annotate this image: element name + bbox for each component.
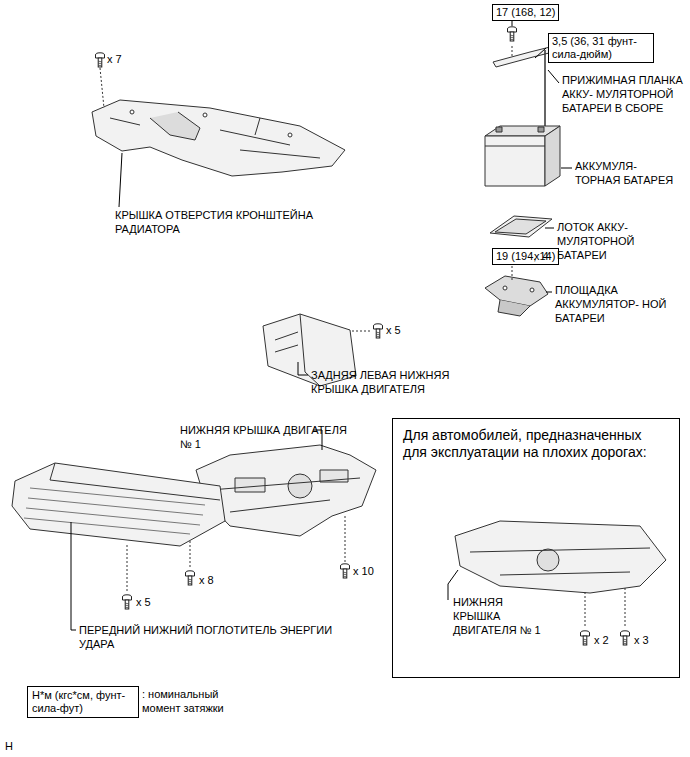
part-label: ПЕРЕДНИЙ НИЖНИЙ ПОГЛОТИТЕЛЬ ЭНЕРГИИ УДАР…	[79, 624, 359, 652]
part-label: ЛОТОК АККУ- МУЛЯТОРНОЙ БАТАРЕИ	[557, 221, 685, 262]
part-label: АККУМУЛЯ- ТОРНАЯ БАТАРЕЯ	[575, 160, 685, 188]
battery-tray	[490, 216, 552, 237]
torque-box: 3,5 (36, 31 фунт-сила-дюйм)	[548, 33, 654, 63]
torque-value: 3,5 (36, 31 фунт-сила-дюйм)	[552, 35, 650, 61]
battery	[485, 126, 560, 186]
radiator-cover	[92, 100, 345, 176]
callout-number: x 8	[199, 574, 214, 588]
callout-number: x 5	[136, 596, 151, 610]
part-label: НИЖНЯЯ КРЫШКА ДВИГАТЕЛЯ № 1	[453, 596, 548, 637]
figure-id: H	[5, 740, 13, 754]
torque-box: 17 (168, 12)	[492, 4, 559, 21]
battery-carrier	[485, 262, 548, 316]
note-heading: Для автомобилей, предназначенных для экс…	[403, 427, 669, 461]
callout-number: x 5	[386, 324, 401, 338]
torque-value: 17 (168, 12)	[496, 6, 555, 19]
note-text: : номинальный момент затяжки	[142, 688, 247, 716]
callout-number: x 10	[353, 565, 374, 579]
callout-number: x 3	[634, 634, 649, 648]
part-label: КРЫШКА ОТВЕРСТИЯ КРОНШТЕЙНА РАДИАТОРА	[115, 209, 355, 237]
part-label: НИЖНЯЯ КРЫШКА ДВИГАТЕЛЯ № 1	[180, 424, 350, 452]
callout-number: x 2	[594, 634, 609, 648]
leader-lines	[71, 21, 572, 630]
front-absorber	[12, 463, 225, 592]
part-label: ПРИЖИМНАЯ ПЛАНКА АККУ- МУЛЯТОРНОЙ БАТАРЕ…	[562, 74, 686, 115]
part-label: ЗАДНЯЯ ЛЕВАЯ НИЖНЯЯ КРЫШКА ДВИГАТЕЛЯ	[311, 369, 476, 397]
torque-box: 19 (194, 14)	[492, 248, 559, 265]
part-label: ПЛОЩАДКА АККУМУЛЯТОР- НОЙ БАТАРЕИ	[555, 284, 685, 325]
callout-number: x 4	[534, 250, 549, 264]
torque-value: Н*м (кгс*см, фунт-сила-фут)	[32, 689, 134, 715]
bolt-symbols	[96, 27, 630, 645]
callout-number: x 7	[107, 53, 122, 67]
legend-box: Н*м (кгс*см, фунт-сила-фут)	[27, 686, 139, 718]
